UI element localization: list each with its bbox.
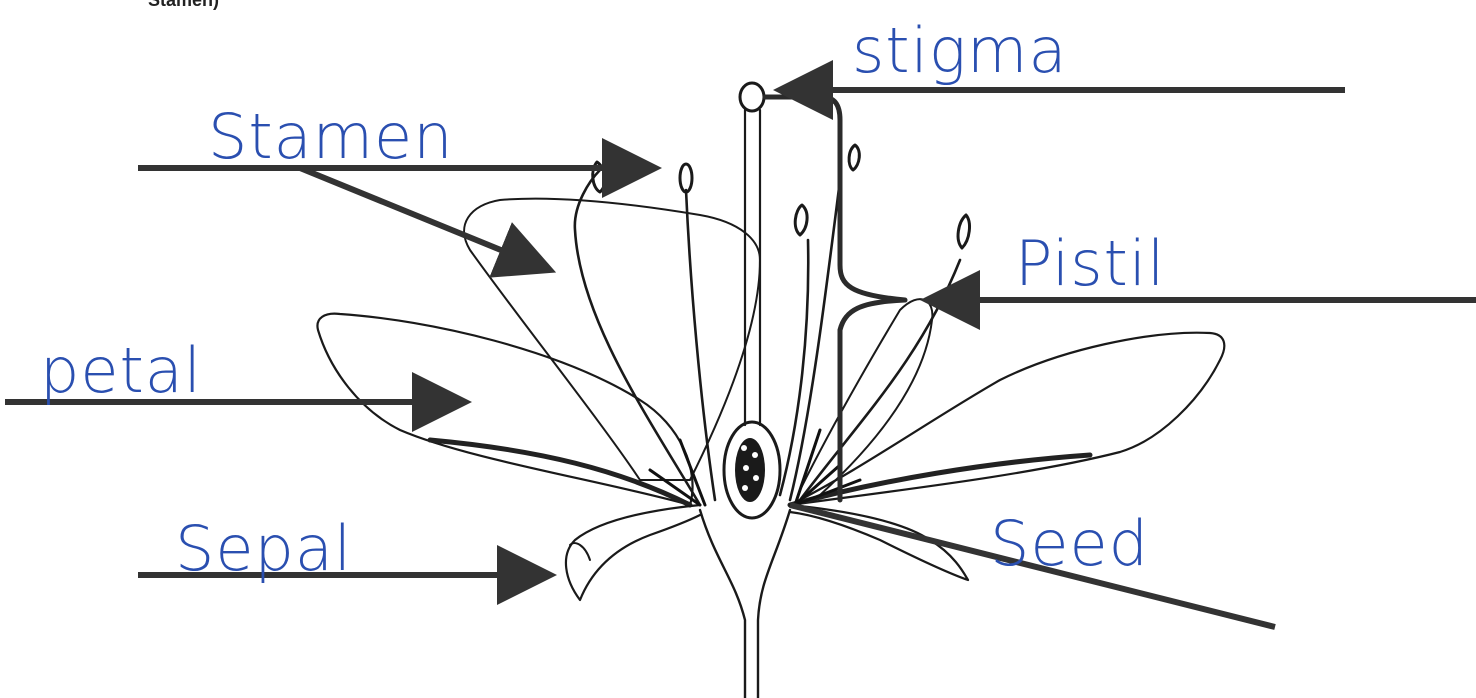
label-stamen: Stamen (208, 100, 454, 173)
stamen-arrow-lower (300, 168, 545, 268)
label-seed: Seed (990, 507, 1149, 580)
label-stigma: stigma (852, 14, 1067, 87)
label-petal: petal (40, 334, 202, 407)
pistil-bracket (765, 97, 905, 500)
stamens (575, 145, 970, 505)
left-petal (317, 314, 692, 505)
label-sepal: Sepal (175, 512, 352, 585)
back-petal (464, 199, 760, 480)
receptacle (700, 510, 790, 698)
right-petal (790, 333, 1224, 505)
style (745, 110, 760, 425)
label-pistil: Pistil (1015, 227, 1165, 300)
flower-illustration (317, 83, 1224, 698)
stigma-tip (740, 83, 764, 111)
